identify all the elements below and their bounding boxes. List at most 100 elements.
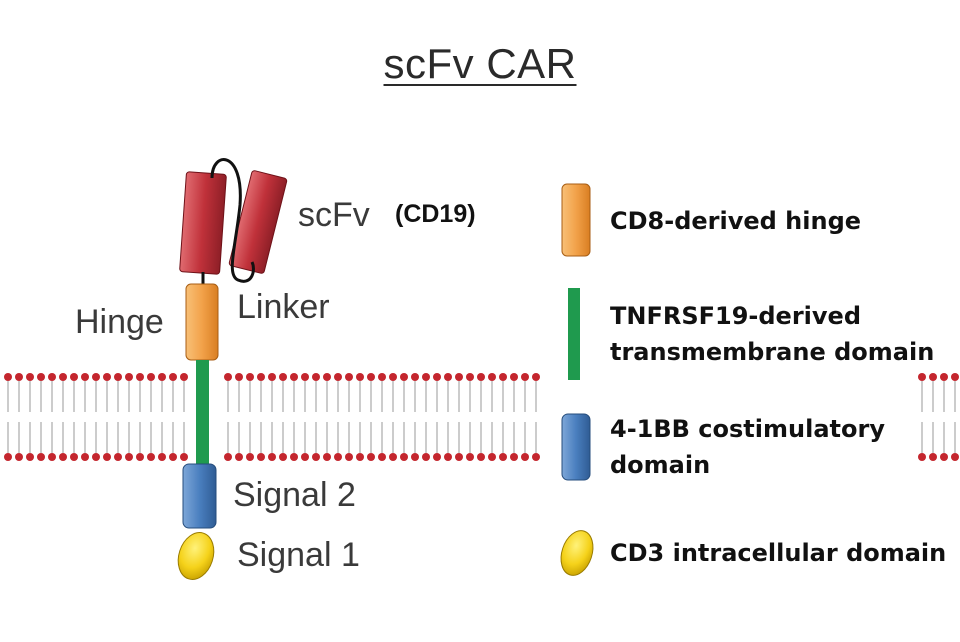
lipid-head-upper [224,373,232,381]
lipid-head-upper [257,373,265,381]
lipid-head-lower [940,453,948,461]
lipid-head-lower [433,453,441,461]
lipid-head-upper [345,373,353,381]
cd3-domain [177,532,215,580]
lipid-head-upper [147,373,155,381]
lipid-head-lower [4,453,12,461]
lipid-head-lower [323,453,331,461]
lipid-head-upper [521,373,529,381]
legend-cd3-label: CD3 intracellular domain [610,539,947,567]
lipid-head-upper [125,373,133,381]
signal2-label: Signal 2 [233,476,356,514]
lipid-head-lower [158,453,166,461]
lipid-head-upper [103,373,111,381]
lipid-head-upper [323,373,331,381]
lipid-head-lower [334,453,342,461]
lipid-head-upper [334,373,342,381]
lipid-head-upper [422,373,430,381]
lipid-head-upper [279,373,287,381]
lipid-head-upper [70,373,78,381]
lipid-head-lower [411,453,419,461]
target-label: (CD19) [395,200,476,228]
lipid-head-lower [92,453,100,461]
lipid-head-upper [477,373,485,381]
legend-hinge-swatch [561,183,591,257]
lipid-head-lower [389,453,397,461]
lipid-head-lower [510,453,518,461]
lipid-head-upper [312,373,320,381]
lipid-head-lower [136,453,144,461]
lipid-head-lower [169,453,177,461]
lipid-head-upper [367,373,375,381]
signal1-label: Signal 1 [237,536,360,574]
legend-transmembrane-label: TNFRSF19-derived transmembrane domain [610,302,935,366]
lipid-head-lower [15,453,23,461]
diagram-title: scFv CAR [383,40,577,87]
legend-transmembrane-swatch [568,288,580,380]
lipid-head-lower [466,453,474,461]
lipid-head-upper [411,373,419,381]
lipid-head-lower [367,453,375,461]
lipid-head-upper [26,373,34,381]
lipid-head-lower [312,453,320,461]
lipid-head-upper [37,373,45,381]
scfv-domain-right [228,170,288,274]
lipid-head-lower [345,453,353,461]
lipid-head-lower [532,453,540,461]
lipid-head-upper [59,373,67,381]
lipid-head-upper [466,373,474,381]
lipid-head-lower [444,453,452,461]
lipid-head-lower [224,453,232,461]
lipid-head-lower [37,453,45,461]
costimulatory-domain [182,463,217,529]
lipid-head-lower [290,453,298,461]
lipid-head-upper [455,373,463,381]
lipid-head-upper [940,373,948,381]
lipid-head-lower [951,453,959,461]
lipid-head-lower [59,453,67,461]
lipid-head-lower [499,453,507,461]
lipid-head-upper [48,373,56,381]
lipid-head-upper [81,373,89,381]
lipid-head-lower [422,453,430,461]
legend-hinge-label: CD8-derived hinge [610,207,862,235]
lipid-head-upper [951,373,959,381]
legend-costimulatory-swatch [561,413,591,481]
lipid-head-upper [400,373,408,381]
scfv-domain-left [179,171,227,275]
lipid-head-lower [477,453,485,461]
lipid-head-upper [180,373,188,381]
lipid-head-lower [147,453,155,461]
lipid-head-lower [301,453,309,461]
lipid-head-upper [389,373,397,381]
lipid-head-lower [70,453,78,461]
lipid-head-lower [400,453,408,461]
lipid-head-lower [235,453,243,461]
lipid-head-upper [92,373,100,381]
lipid-head-upper [918,373,926,381]
legend-icons [560,183,594,576]
lipid-head-upper [499,373,507,381]
linker-loop [210,158,255,283]
lipid-head-lower [48,453,56,461]
lipid-head-lower [279,453,287,461]
lipid-head-upper [929,373,937,381]
lipid-head-upper [356,373,364,381]
lipid-head-upper [301,373,309,381]
lipid-head-lower [268,453,276,461]
lipid-head-lower [125,453,133,461]
lipid-head-upper [169,373,177,381]
linker-label: Linker [237,288,330,326]
lipid-head-upper [433,373,441,381]
lipid-head-lower [918,453,926,461]
cell-membrane [4,373,959,461]
lipid-head-lower [521,453,529,461]
lipid-head-upper [158,373,166,381]
lipid-head-lower [26,453,34,461]
lipid-head-upper [532,373,540,381]
legend-cd3-swatch [560,530,594,576]
scfv-label: scFv [298,196,370,234]
lipid-head-upper [444,373,452,381]
lipid-head-upper [488,373,496,381]
